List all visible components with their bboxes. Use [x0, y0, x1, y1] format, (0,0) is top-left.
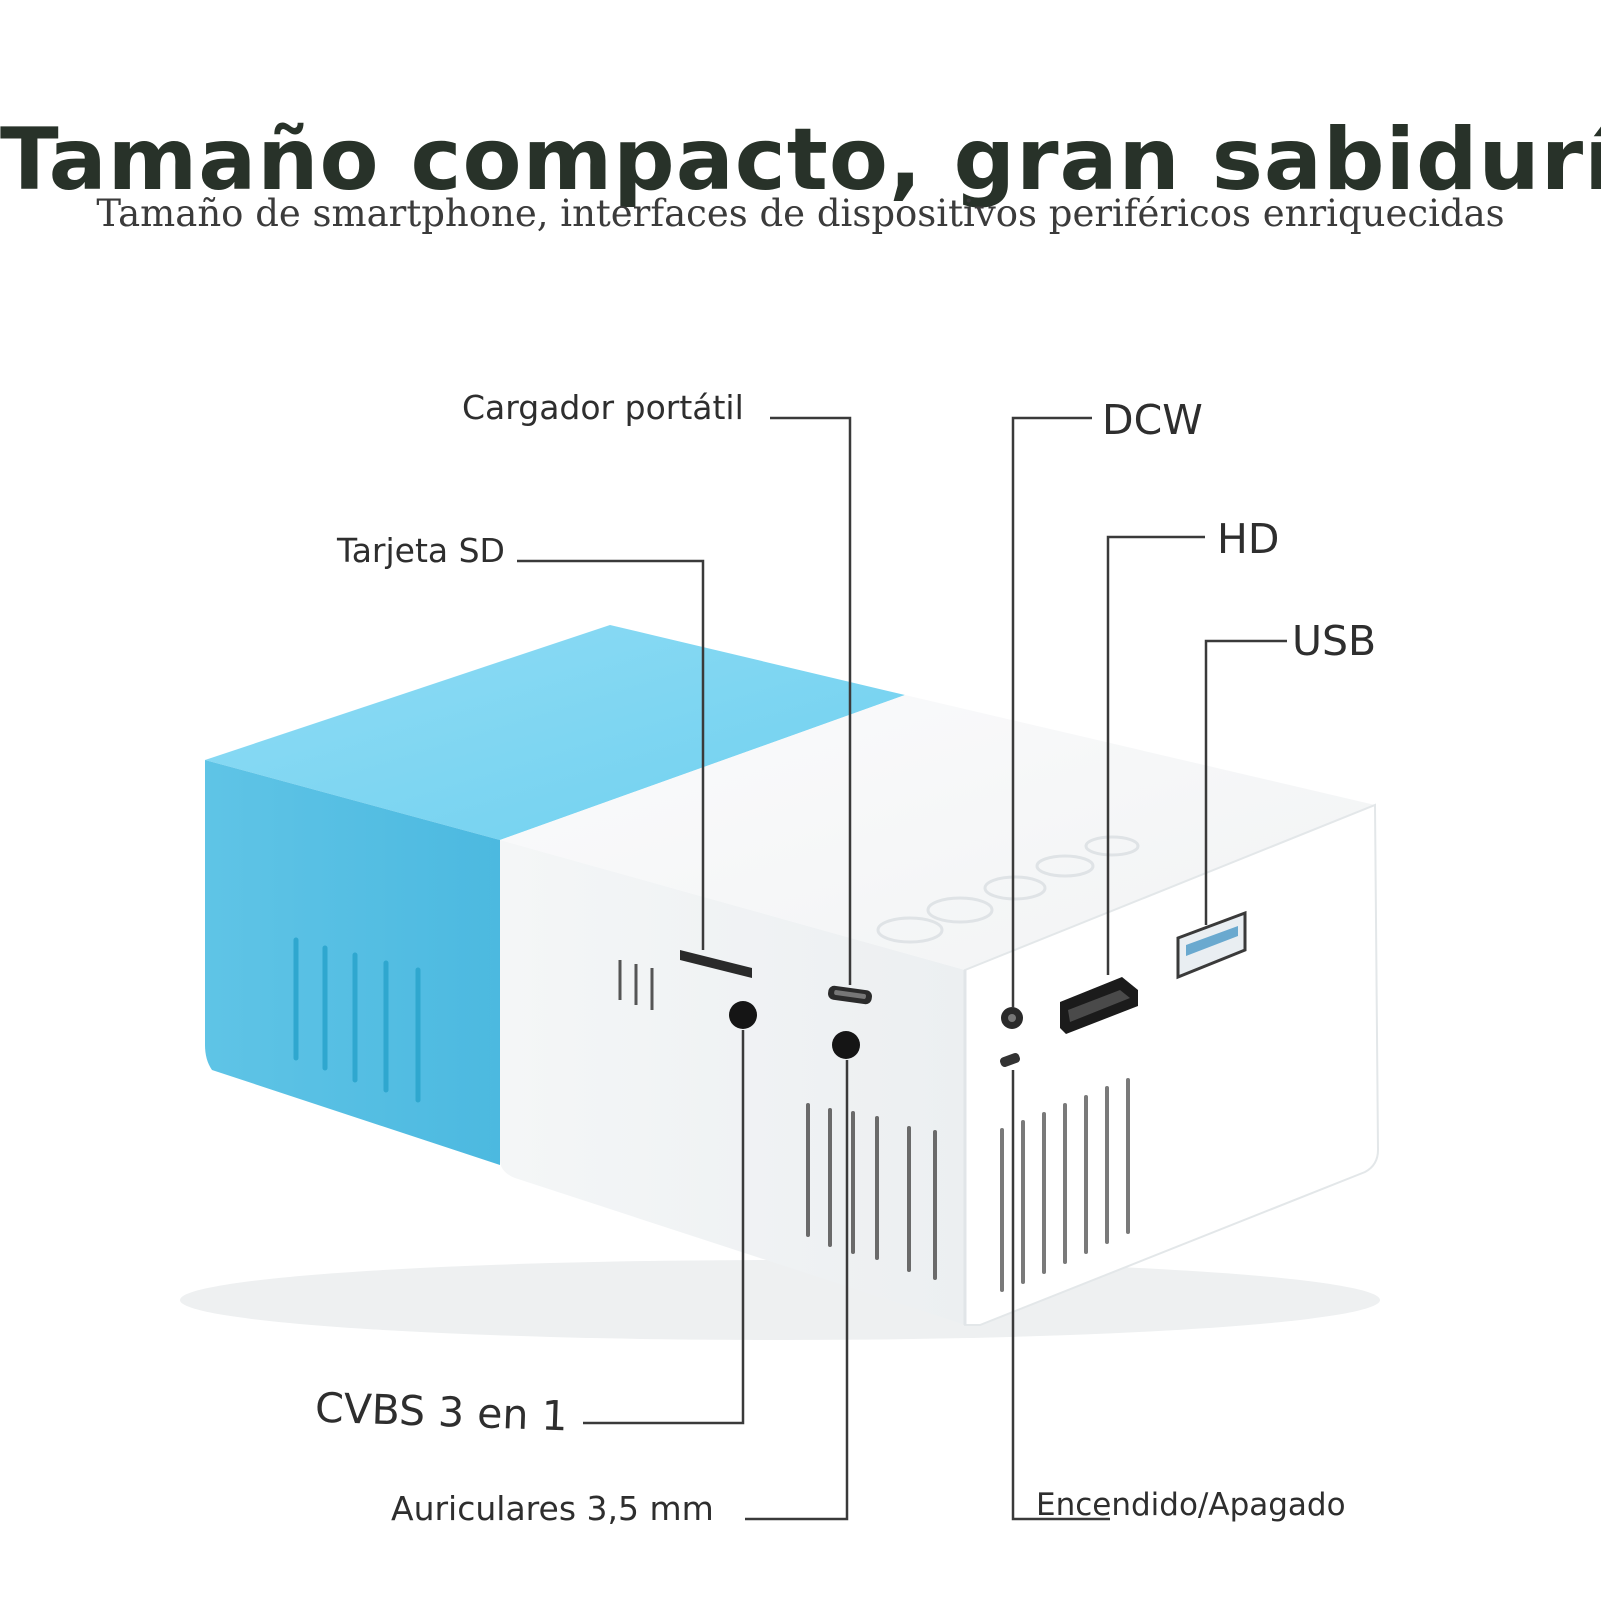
leader-usb	[1204, 639, 1287, 925]
front-small-vents	[618, 960, 654, 1010]
leader-power	[1011, 1070, 1110, 1521]
leader-hd	[1106, 535, 1205, 975]
headphone-jack	[832, 1031, 860, 1059]
leader-charger	[770, 416, 852, 985]
sd-card-slot	[680, 950, 752, 978]
white-right-face	[964, 803, 1380, 1326]
power-switch	[1000, 1053, 1020, 1067]
label-power: Encendido/Apagado	[1036, 1487, 1346, 1523]
page-subtitle: Tamaño de smartphone, interfaces de disp…	[96, 192, 1505, 235]
label-sd-card: Tarjeta SD	[337, 531, 505, 570]
leader-headphones	[745, 1060, 849, 1521]
blue-top-face	[205, 625, 905, 840]
page-title: Tamaño compacto, gran sabiduría	[0, 109, 1601, 210]
leader-sd-card	[517, 559, 705, 950]
label-cvbs: CVBS 3 en 1	[314, 1383, 569, 1441]
side-vents	[1000, 1078, 1130, 1292]
label-usb: USB	[1292, 617, 1377, 665]
label-dcw: DCW	[1102, 396, 1203, 444]
white-top-face	[500, 695, 1375, 970]
leader-dcw	[1011, 416, 1092, 1008]
blue-vents	[293, 937, 421, 1103]
label-headphones: Auriculares 3,5 mm	[391, 1489, 714, 1528]
label-hd: HD	[1217, 515, 1280, 563]
label-charger: Cargador portátil	[462, 388, 744, 427]
floor-shadow	[180, 1260, 1380, 1340]
top-buttons	[876, 835, 1140, 944]
callout-lines	[517, 416, 1287, 1521]
front-bottom-vents	[806, 1103, 937, 1280]
leader-cvbs	[583, 1030, 745, 1425]
cvbs-jack	[729, 1001, 757, 1029]
